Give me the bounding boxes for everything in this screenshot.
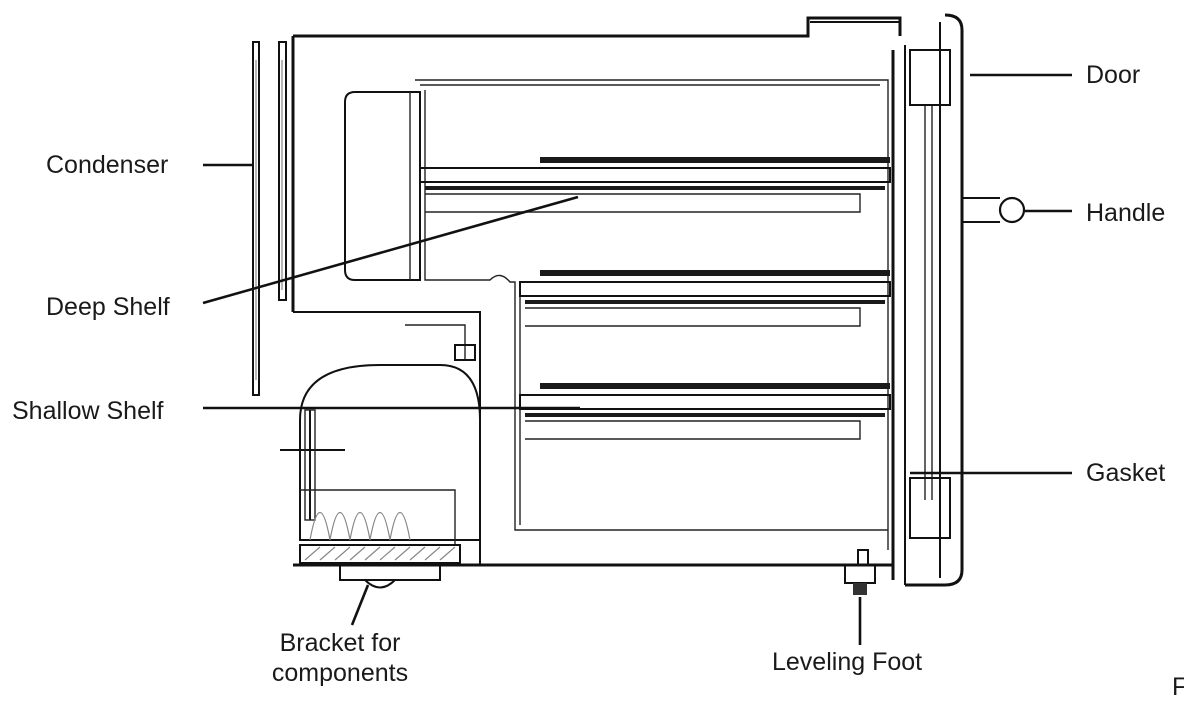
label-bracket-line1: Bracket for xyxy=(279,629,401,657)
label-edge-fragment: F xyxy=(1172,673,1184,701)
label-bracket-line2: components xyxy=(271,659,409,687)
leader-lines xyxy=(202,73,1072,645)
label-deep-shelf: Deep Shelf xyxy=(46,293,170,321)
door-drawing xyxy=(891,13,1026,587)
label-handle: Handle xyxy=(1086,199,1166,227)
leveling-foot-drawing xyxy=(844,549,876,595)
condenser-drawing xyxy=(252,41,287,396)
label-shallow-shelf: Shallow Shelf xyxy=(12,397,164,425)
label-bracket: Bracket for components xyxy=(240,628,440,688)
shelves-drawing xyxy=(419,157,891,440)
label-door: Door xyxy=(1086,61,1141,89)
leader-bracket xyxy=(350,584,370,626)
leader-deep-shelf xyxy=(202,195,579,305)
label-gasket: Gasket xyxy=(1086,459,1166,487)
label-condenser: Condenser xyxy=(46,151,169,179)
label-leveling-foot: Leveling Foot xyxy=(772,648,923,676)
cabinet-drawing xyxy=(291,16,902,567)
compressor-drawing xyxy=(280,324,481,589)
